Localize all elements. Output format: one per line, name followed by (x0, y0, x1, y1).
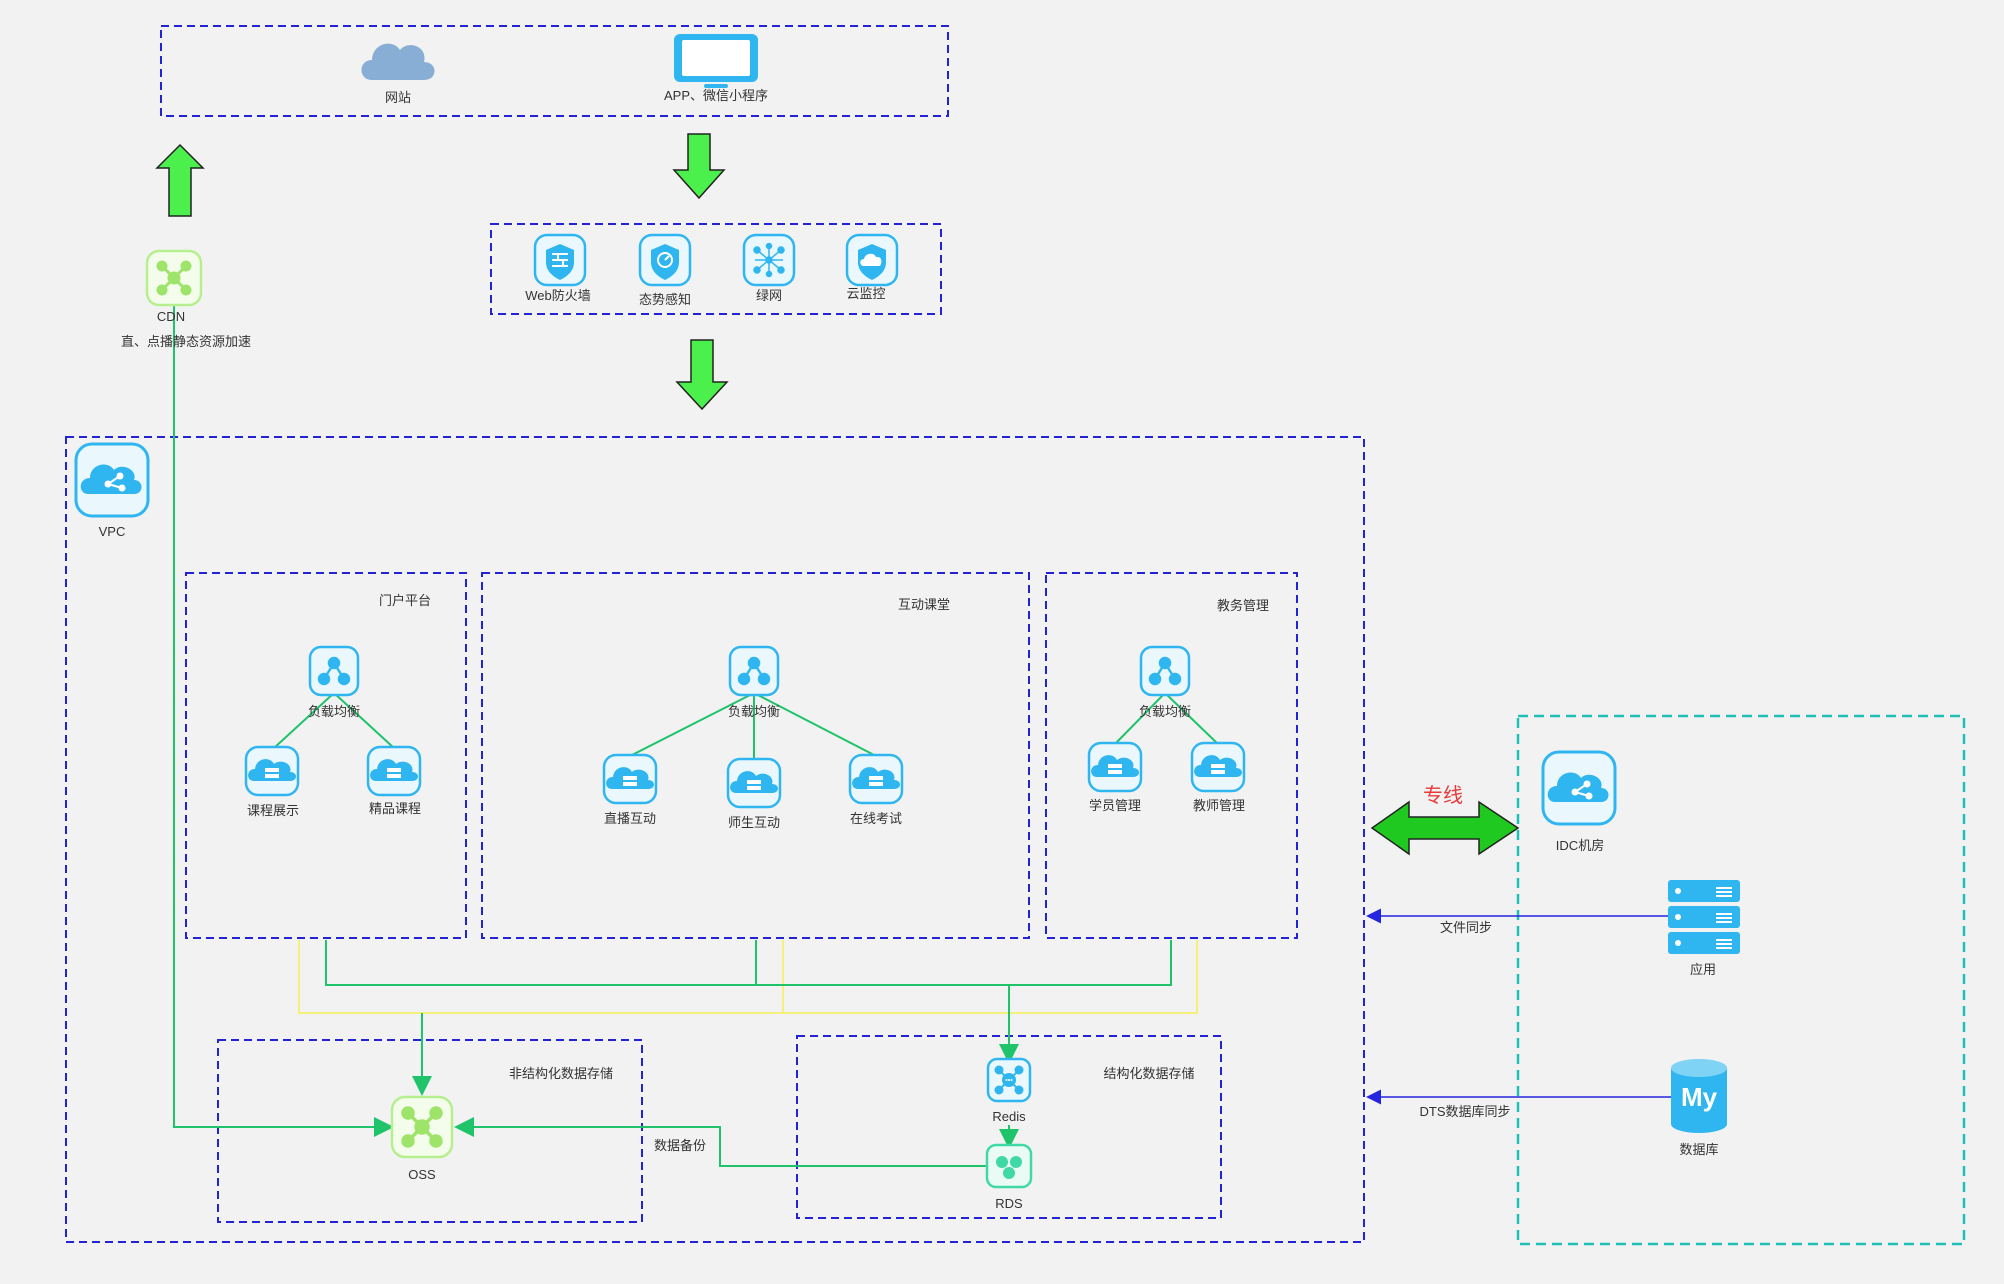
redis-icon (986, 1057, 1032, 1103)
dedicated-line-label: 专线 (1423, 785, 1463, 807)
cloud-monitor-label: 云监控 (846, 286, 886, 301)
cloud-icon (361, 43, 435, 80)
classroom-title: 互动课堂 (897, 597, 951, 612)
svg-text:My: My (1681, 1082, 1718, 1112)
affairs-lb-line-1 (1114, 692, 1166, 745)
ecs-icon (1087, 741, 1143, 793)
situation-label: 态势感知 (638, 292, 692, 307)
affairs-lb-line-2 (1164, 692, 1219, 745)
class-lb-line-3 (753, 692, 877, 757)
tablet-icon (674, 34, 758, 88)
situation-awareness-icon (638, 233, 692, 287)
server-rack-icon (1668, 880, 1740, 954)
classroom-lb-label: 负载均衡 (727, 704, 781, 719)
app-label: APP、微信小程序 (663, 88, 769, 103)
ecs-icon (1190, 741, 1246, 793)
oss-label: OSS (408, 1167, 436, 1182)
affairs-item-label: 教师管理 (1192, 798, 1246, 813)
arrow-up-to-clients (155, 143, 205, 217)
dedicated-line-arrow (1370, 800, 1520, 856)
idc-icon (1541, 750, 1617, 826)
arrow-down-to-vpc (675, 339, 729, 411)
vpc-label: VPC (98, 524, 126, 539)
ecs-icon (366, 745, 422, 797)
firewall-icon (533, 233, 587, 287)
green-bus (325, 940, 1172, 986)
backup-label: 数据备份 (653, 1138, 707, 1153)
portal-load-balancer-icon (308, 645, 360, 697)
redis-label: Redis (992, 1109, 1026, 1124)
portal-item-label: 课程展示 (246, 803, 300, 818)
class-lb-line-1 (629, 692, 755, 757)
green-net-label: 绿网 (755, 288, 783, 303)
ecs-icon (244, 745, 300, 797)
ecs-icon (726, 757, 782, 809)
portal-title: 门户平台 (378, 593, 432, 608)
portal-lb-label: 负载均衡 (307, 704, 361, 719)
waf-label: Web防火墙 (525, 288, 591, 303)
ecs-icon (602, 753, 658, 805)
file-sync-label: 文件同步 (1439, 920, 1493, 935)
affairs-load-balancer-icon (1139, 645, 1191, 697)
structured-title: 结构化数据存储 (1103, 1066, 1195, 1081)
classroom-item-label: 在线考试 (849, 811, 903, 826)
mysql-database-icon: My (1671, 1059, 1727, 1133)
oss-icon (390, 1095, 454, 1159)
idc-box (1516, 714, 1966, 1246)
ecs-icon (848, 753, 904, 805)
affairs-item-label: 学员管理 (1088, 798, 1142, 813)
portal-lb-line-2 (333, 692, 395, 749)
cloud-monitor-icon (845, 233, 899, 287)
idc-db-label: 数据库 (1679, 1142, 1719, 1157)
vpc-box (65, 436, 1365, 1243)
cdn-label: CDN (156, 309, 186, 324)
cdn-desc-label: 直、点播静态资源加速 (120, 334, 252, 349)
classroom-box (481, 572, 1030, 939)
rds-label: RDS (995, 1196, 1023, 1211)
cdn-to-oss (173, 306, 394, 1137)
website-label: 网站 (384, 90, 412, 105)
classroom-load-balancer-icon (728, 645, 780, 697)
rds-icon (985, 1143, 1033, 1189)
classroom-item-label: 师生互动 (727, 815, 781, 830)
unstructured-box (217, 1039, 643, 1223)
idc-app-label: 应用 (1689, 962, 1717, 977)
clients-box (160, 25, 949, 117)
affairs-box (1045, 572, 1298, 939)
dts-sync-label: DTS数据库同步 (1419, 1104, 1511, 1119)
portal-box (185, 572, 467, 939)
portal-item-label: 精品课程 (368, 801, 422, 816)
vpc-icon (74, 442, 150, 518)
idc-label: IDC机房 (1555, 838, 1605, 853)
green-net-icon (742, 233, 796, 287)
affairs-lb-label: 负载均衡 (1138, 704, 1192, 719)
rds-to-oss-backup (454, 1117, 988, 1167)
affairs-title: 教务管理 (1216, 598, 1270, 613)
cdn-icon (145, 249, 203, 307)
arrow-down-to-security (672, 133, 726, 200)
yellow-connector (298, 940, 1198, 1014)
security-box (490, 223, 942, 315)
classroom-item-label: 直播互动 (603, 811, 657, 826)
unstructured-title: 非结构化数据存储 (508, 1066, 614, 1081)
portal-lb-line-1 (273, 692, 335, 749)
